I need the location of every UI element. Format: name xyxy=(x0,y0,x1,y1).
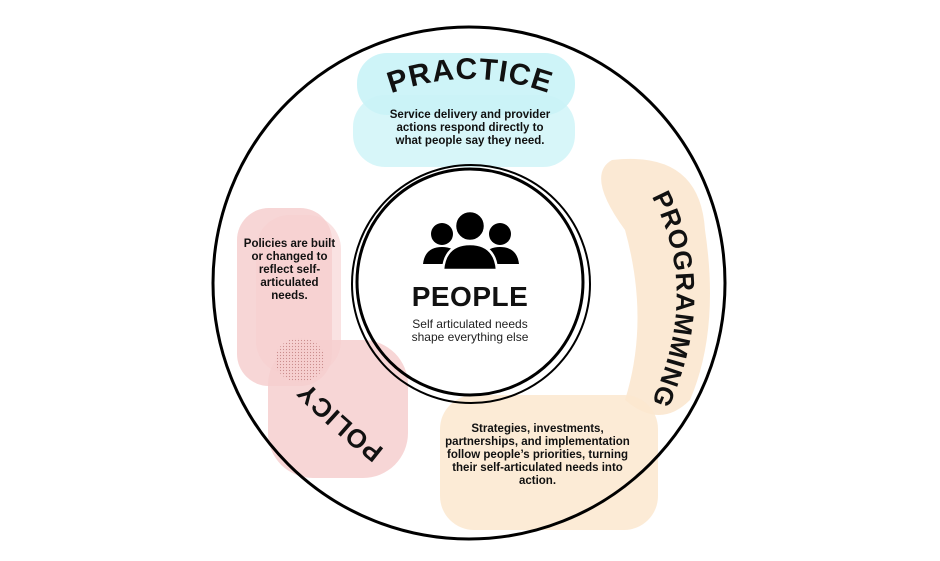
practice-highlight xyxy=(353,53,575,167)
center-title: PEOPLE xyxy=(412,281,529,312)
policy-highlight xyxy=(237,208,408,478)
outer-ring xyxy=(211,25,727,541)
inner-ring xyxy=(355,167,585,397)
practice-description: Service delivery and provider actions re… xyxy=(389,109,551,147)
people-group-icon xyxy=(423,209,519,272)
center-subtitle: Self articulated needs shape everything … xyxy=(411,317,529,344)
inner-ring-outline xyxy=(351,164,591,404)
programming-highlight xyxy=(440,158,710,530)
programming-description: Strategies, investments, partnerships, a… xyxy=(445,423,630,487)
policy-description: Policies are built or changed to reflect… xyxy=(243,238,336,302)
